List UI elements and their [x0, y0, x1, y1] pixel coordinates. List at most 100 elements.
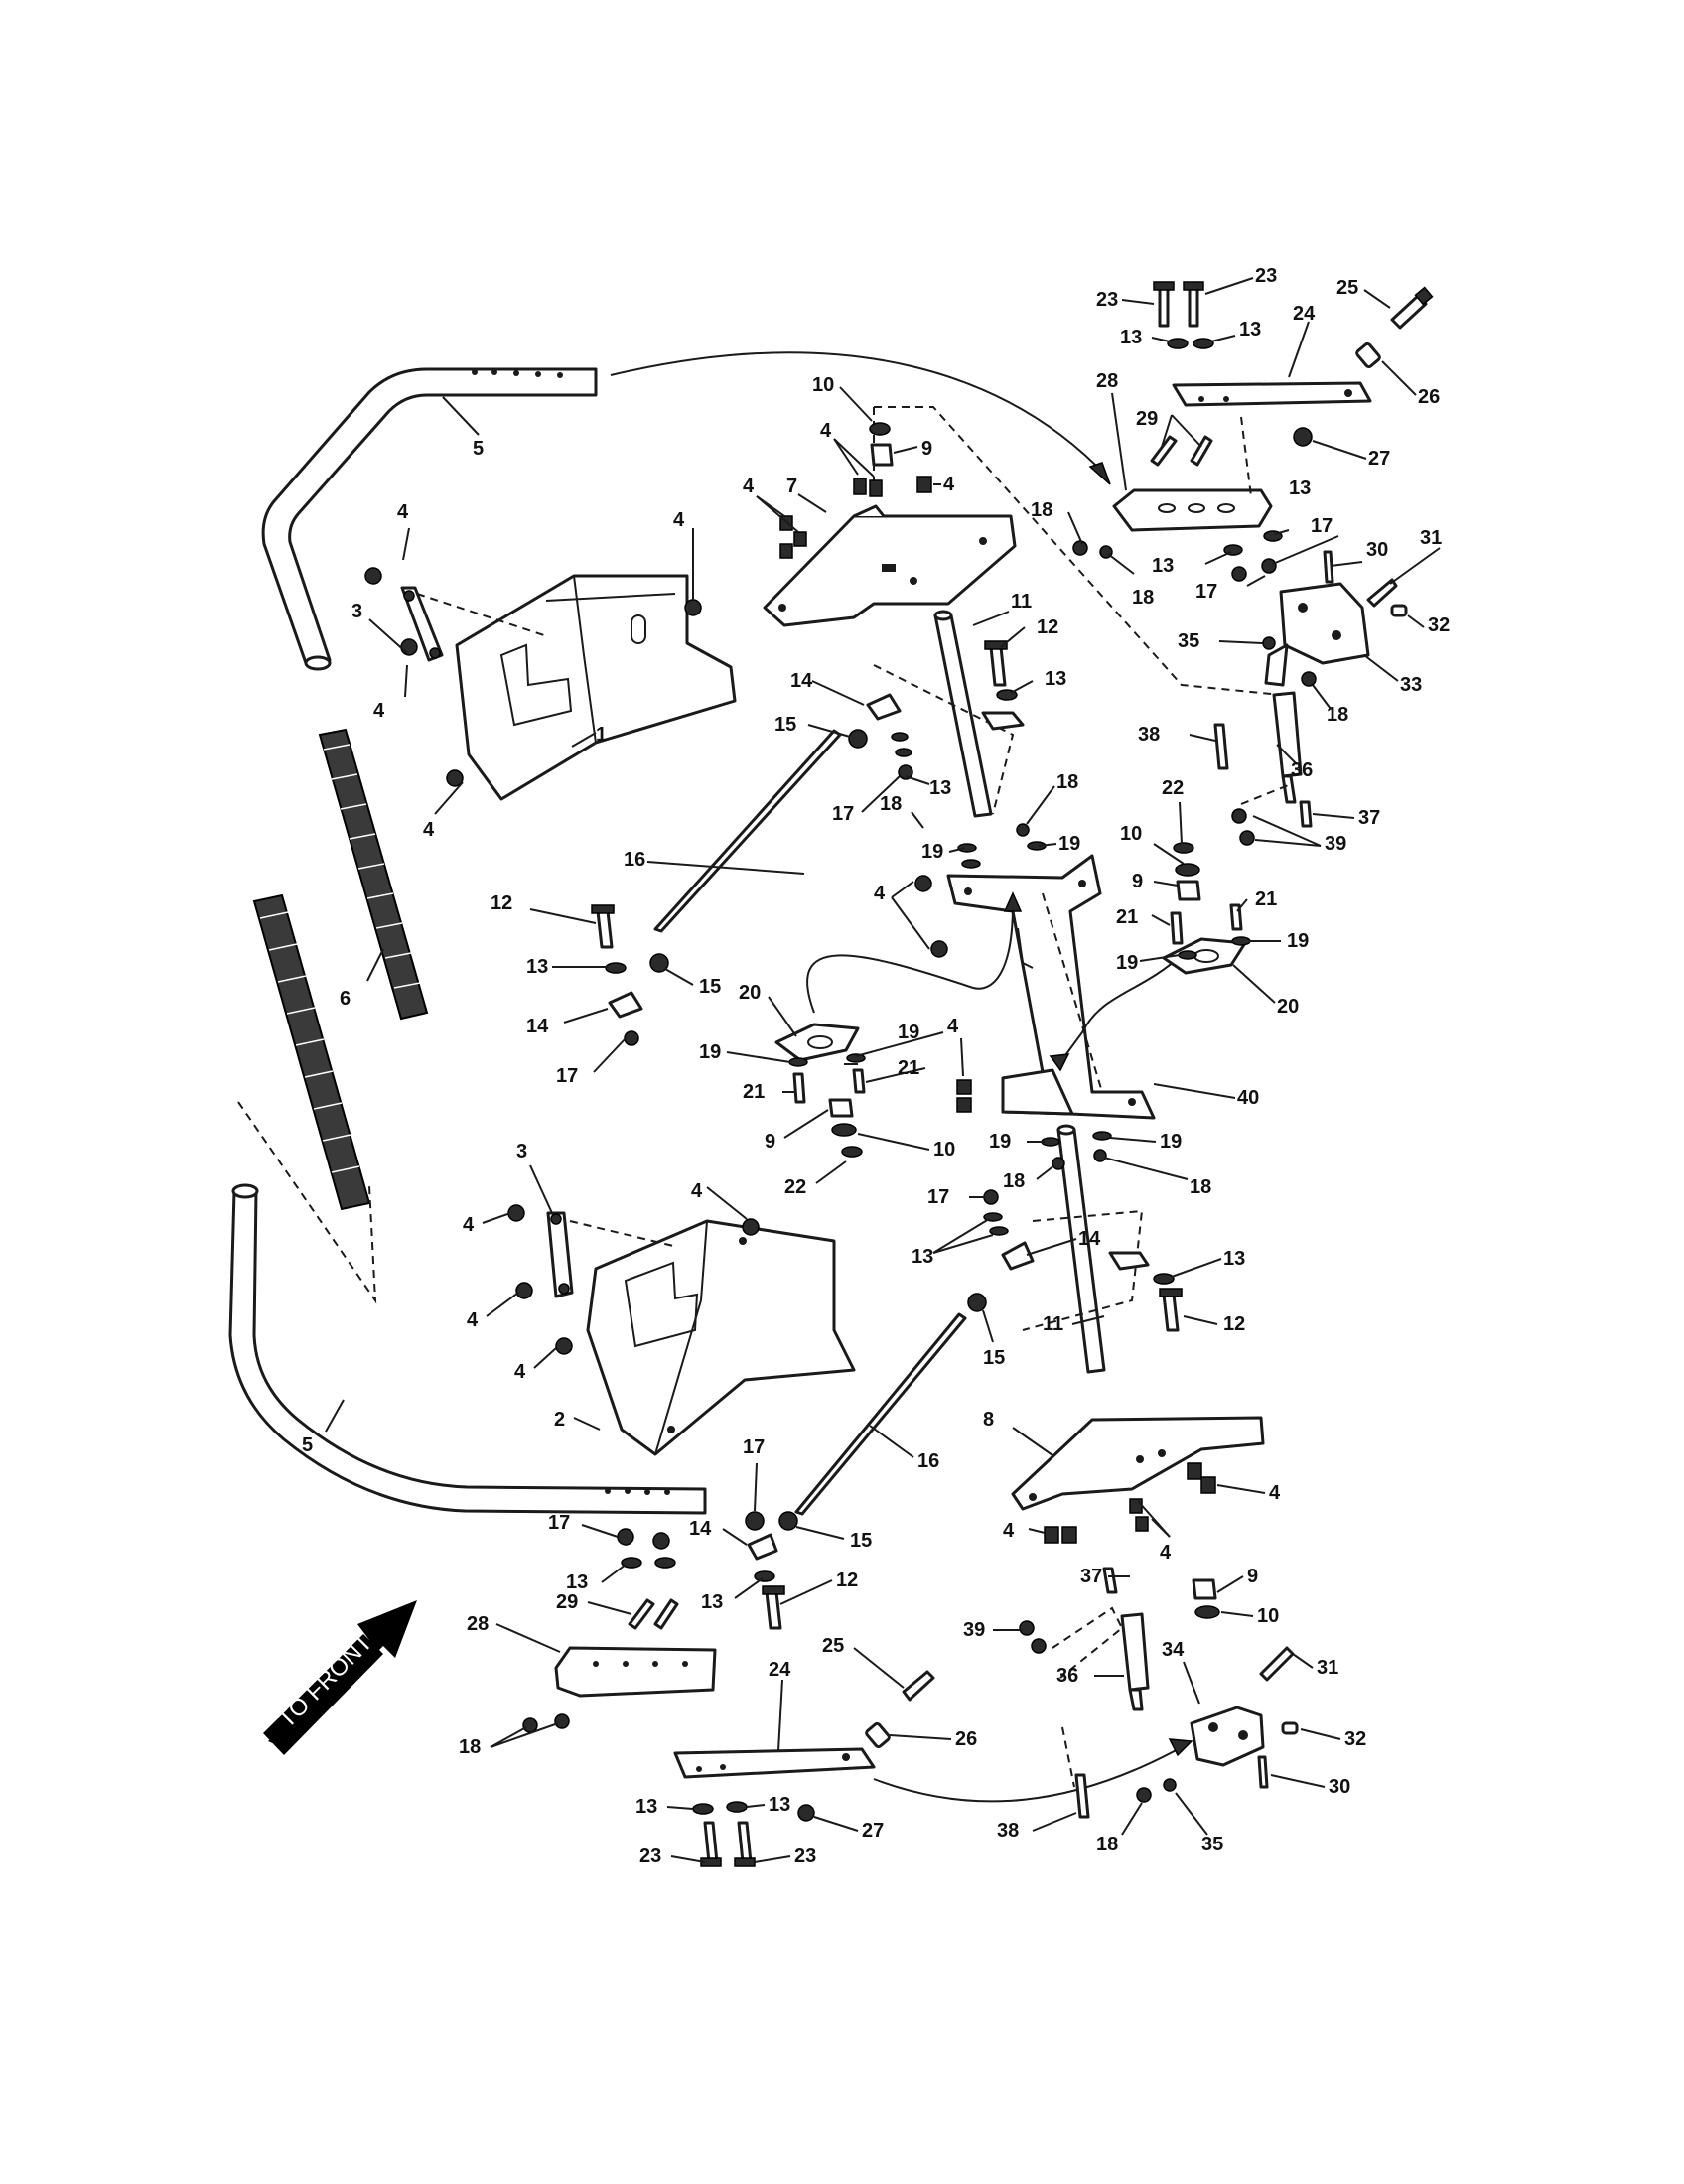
callout-11: 11 — [1043, 1313, 1063, 1335]
callout-27: 27 — [1368, 448, 1390, 470]
callout-19: 19 — [1287, 930, 1309, 952]
callout-18: 18 — [1132, 587, 1154, 609]
callout-13: 13 — [1289, 478, 1311, 499]
callout-21: 21 — [743, 1081, 765, 1103]
callout-4: 4 — [397, 501, 409, 523]
assembly-dash-7 — [1240, 783, 1292, 805]
callout-9: 9 — [765, 1131, 775, 1153]
assembly-dash-9 — [1061, 1726, 1075, 1788]
callout-32: 32 — [1428, 614, 1450, 636]
callout-21: 21 — [1255, 888, 1277, 910]
callout-33: 33 — [1400, 674, 1422, 696]
cover-plate-upper — [455, 574, 737, 801]
callout-21: 21 — [1116, 906, 1138, 928]
callout-30: 30 — [1329, 1776, 1350, 1798]
callout-16: 16 — [917, 1450, 939, 1472]
hinge-block-upper — [1264, 582, 1370, 687]
callout-35: 35 — [1178, 630, 1199, 652]
callout-10: 10 — [933, 1139, 955, 1160]
link-rod-lower — [794, 1312, 967, 1516]
callout-29: 29 — [556, 1591, 578, 1613]
callout-3: 3 — [516, 1141, 527, 1162]
callout-25: 25 — [822, 1635, 844, 1657]
callout-13: 13 — [1045, 668, 1066, 690]
callout-12: 12 — [1223, 1313, 1245, 1335]
callout-19: 19 — [898, 1022, 919, 1043]
callout-29: 29 — [1136, 408, 1158, 430]
callout-39: 39 — [1325, 833, 1346, 855]
callout-35: 35 — [1201, 1834, 1223, 1855]
assembly-arrow-bottom — [873, 1738, 1193, 1803]
mount-plate-upper — [763, 504, 1017, 627]
callout-22: 22 — [784, 1176, 806, 1198]
callout-24: 24 — [1293, 303, 1316, 325]
spring-lower — [252, 893, 371, 1211]
callout-14: 14 — [790, 670, 813, 692]
callout-4: 4 — [874, 883, 886, 904]
callout-17: 17 — [927, 1186, 949, 1208]
callout-13: 13 — [912, 1246, 933, 1268]
callout-labels: 23 23 25 13 13 24 26 28 27 29 10 9 4 4 7… — [302, 265, 1450, 1867]
callout-13: 13 — [1120, 327, 1142, 348]
callout-19: 19 — [921, 841, 943, 863]
callout-13: 13 — [566, 1571, 588, 1593]
callout-17: 17 — [548, 1512, 570, 1534]
callout-37: 37 — [1080, 1566, 1102, 1587]
callout-10: 10 — [1120, 823, 1142, 845]
callout-4: 4 — [1160, 1542, 1172, 1564]
callout-36: 36 — [1056, 1665, 1078, 1687]
assembly-dash-2 — [1240, 416, 1252, 497]
callout-10: 10 — [812, 374, 834, 396]
callout-31: 31 — [1317, 1657, 1338, 1679]
callout-13: 13 — [701, 1591, 723, 1613]
callout-5: 5 — [473, 438, 484, 460]
callout-20: 20 — [739, 982, 761, 1004]
callout-15: 15 — [699, 976, 721, 998]
shaft-upper — [933, 610, 993, 818]
center-bracket — [946, 854, 1156, 1120]
callout-4: 4 — [943, 474, 955, 495]
callout-4: 4 — [514, 1361, 526, 1383]
hinge-block-lower — [1190, 1706, 1265, 1767]
callout-14: 14 — [526, 1016, 549, 1037]
callout-24: 24 — [769, 1659, 791, 1681]
callout-19: 19 — [1116, 952, 1138, 974]
callout-28: 28 — [1096, 370, 1118, 392]
callout-28: 28 — [467, 1613, 489, 1635]
to-front-arrow: TO FRONT — [263, 1600, 417, 1755]
callout-4: 4 — [820, 420, 832, 442]
callout-13: 13 — [1239, 319, 1261, 341]
callout-5: 5 — [302, 1434, 313, 1456]
callout-38: 38 — [1138, 724, 1160, 746]
handle-tube-lower — [228, 1183, 707, 1515]
cable-left — [806, 904, 1014, 1014]
callout-12: 12 — [491, 892, 512, 914]
callout-15: 15 — [850, 1530, 872, 1552]
callout-34: 34 — [1162, 1639, 1185, 1661]
callout-39: 39 — [963, 1619, 985, 1641]
adjust-bar-upper — [1172, 381, 1372, 407]
callout-14: 14 — [1078, 1228, 1101, 1250]
callout-18: 18 — [1056, 771, 1078, 793]
callout-17: 17 — [556, 1065, 578, 1087]
callout-13: 13 — [929, 777, 951, 799]
callout-15: 15 — [774, 714, 796, 736]
flange-plate-left — [774, 1023, 860, 1062]
callout-40: 40 — [1237, 1087, 1259, 1109]
mount-plate-lower — [1011, 1416, 1265, 1511]
callout-27: 27 — [862, 1820, 884, 1842]
callout-13: 13 — [1152, 555, 1174, 577]
callout-13: 13 — [769, 1794, 790, 1816]
callout-17: 17 — [1311, 515, 1333, 537]
callout-19: 19 — [1058, 833, 1080, 855]
callout-18: 18 — [1031, 499, 1052, 521]
spring-guide-dashes — [237, 1101, 377, 1304]
gas-strut-lower — [1120, 1612, 1150, 1711]
callout-31: 31 — [1420, 527, 1442, 549]
callout-18: 18 — [1003, 1170, 1025, 1192]
callout-18: 18 — [1327, 704, 1348, 726]
callout-13: 13 — [1223, 1248, 1245, 1270]
callout-4: 4 — [673, 509, 685, 531]
callout-21: 21 — [898, 1057, 919, 1079]
assembly-dash-1 — [874, 406, 1282, 696]
